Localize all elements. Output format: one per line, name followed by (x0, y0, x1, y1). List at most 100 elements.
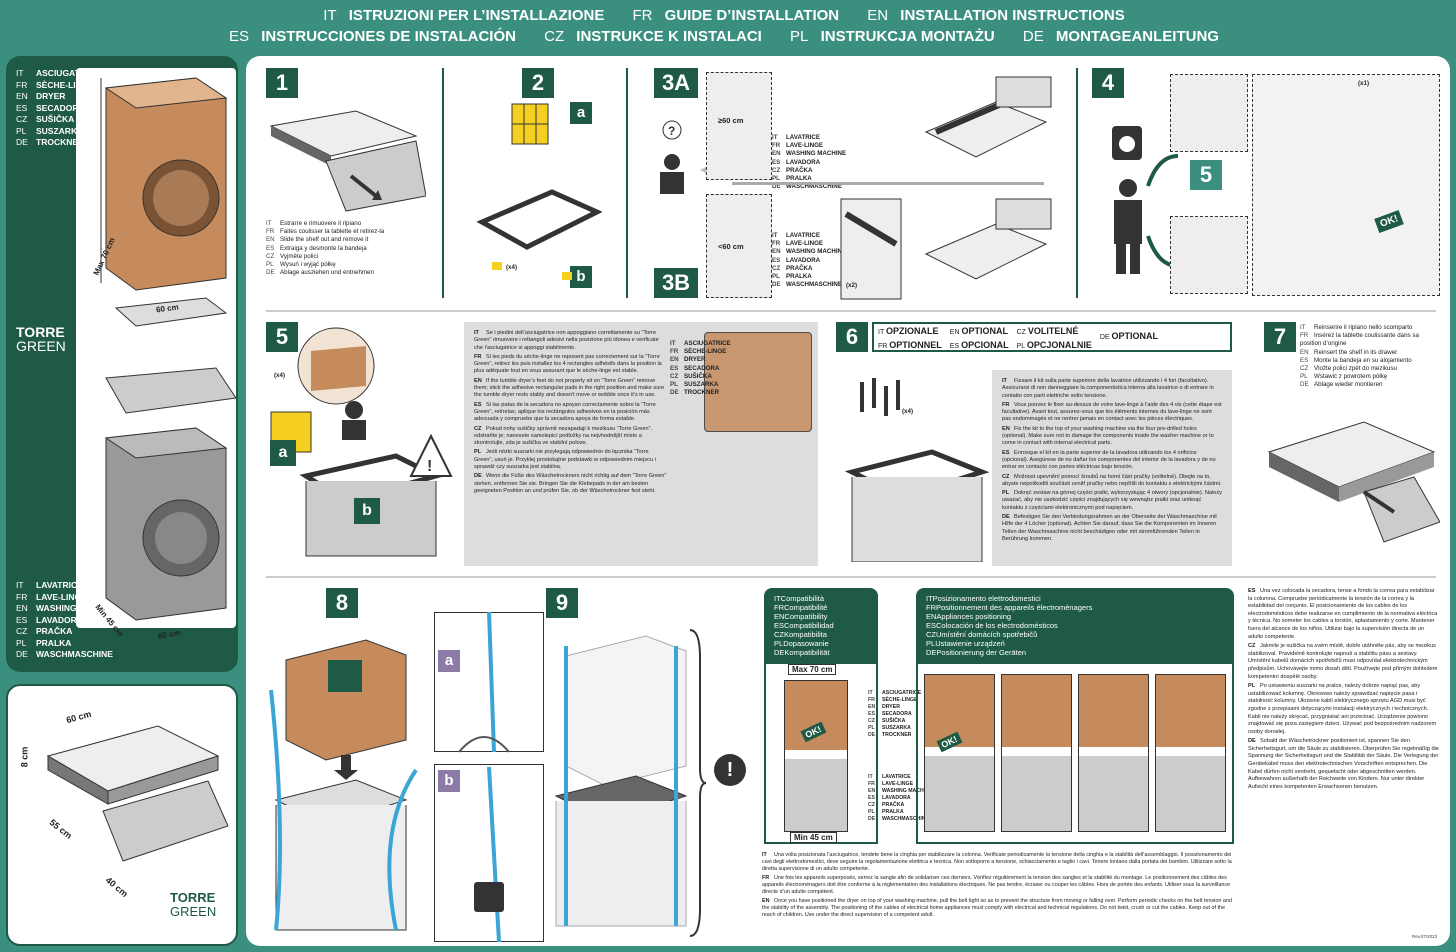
lang-line: ENCompatibility (774, 612, 828, 621)
tower-drawing (100, 77, 236, 621)
header-es: ES INSTRUCCIONES DE INSTALACIÓN (229, 28, 516, 45)
lang-line: ITPosizionamento elettrodomestici (926, 594, 1041, 603)
step-4-person (1112, 126, 1178, 274)
header-pl: PL INSTRUKCJA MONTAŻU (790, 28, 995, 45)
opt-col-4: DE OPTIONAL (1099, 331, 1159, 341)
step-3b-drawing (840, 198, 1052, 300)
pos-option-4 (1155, 674, 1226, 832)
lang-line: ENAppliances positioning (926, 612, 1012, 621)
step-2-drawing (476, 103, 602, 280)
step-4-number: 4 (1092, 68, 1124, 98)
brace (689, 629, 707, 937)
lang-line: PLDopasowanie (774, 639, 829, 648)
step-4-panel-top (1170, 74, 1248, 152)
step-5-tag-b: b (354, 498, 380, 524)
step-6-drawing (844, 378, 990, 562)
compat-tower (784, 680, 848, 832)
separator (626, 68, 628, 298)
compat-min: Min 45 cm (790, 832, 837, 843)
header-line-2: ES INSTRUCCIONES DE INSTALACIÓN CZ INSTR… (0, 26, 1456, 47)
step-4-goto-5[interactable]: 5 (1190, 160, 1222, 190)
step-9-tag-b: b (438, 770, 460, 792)
lang-line: CZUmístění domácích spotřebičů (926, 630, 1038, 639)
positioning-frame (916, 664, 1234, 844)
header-it: IT ISTRUZIONI PER L’INSTALLAZIONE (323, 7, 605, 24)
header-line-1: IT ISTRUZIONI PER L’INSTALLAZIONE FR GUI… (0, 5, 1456, 26)
header-cz: CZ INSTRUKCE K INSTALACI (544, 28, 762, 45)
step-3a-dim: ≥60 cm (718, 116, 744, 125)
pos-option-1 (924, 674, 995, 832)
step-7-drawing (1267, 421, 1440, 543)
step-4-x1: (x1) (1358, 80, 1370, 87)
step-2-x4: (x4) (506, 264, 518, 271)
lang-line: PLUstawienie urządzeń (926, 639, 1005, 648)
step-3a-number: 3A (654, 68, 698, 98)
lang-line: ESCompatibilidad (774, 621, 834, 630)
brand-torre-2: TORRE (170, 890, 216, 905)
step-5-x4: (x4) (274, 372, 286, 379)
step-9-number: 9 (546, 588, 578, 618)
brand-green-2: GREEN (170, 904, 217, 919)
separator (732, 182, 1044, 185)
separator (442, 68, 444, 298)
